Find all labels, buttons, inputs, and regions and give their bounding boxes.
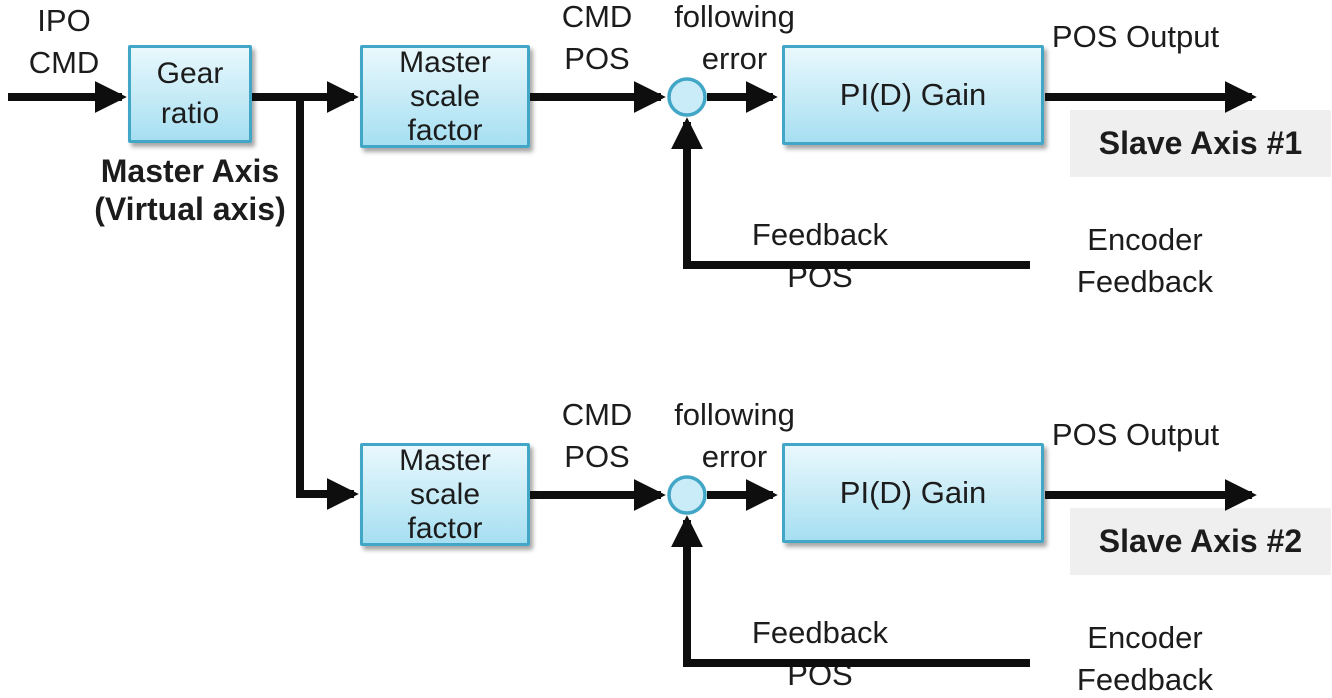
- feedback2-arrow: [671, 515, 1030, 667]
- master-scale-factor-label-2: Master scale factor: [399, 443, 491, 545]
- gear-ratio-box: Gear ratio: [128, 45, 252, 143]
- pid-gain-label-2: PI(D) Gain: [839, 475, 987, 510]
- following-error-label-2: following error: [674, 397, 795, 474]
- feedback-pos-label-2: Feedback POS: [751, 615, 889, 692]
- branch1-wires: [530, 77, 1257, 269]
- feedback-pos-label-1: Feedback POS: [751, 217, 889, 294]
- cmd-pos-label-2: CMD POS: [561, 397, 633, 474]
- slave-axis-2-label: Slave Axis #2: [1098, 523, 1303, 559]
- ipo-cmd-label: IPO CMD: [28, 3, 100, 80]
- following-error-label-1: following error: [674, 0, 795, 76]
- branch2-wires: [530, 475, 1257, 667]
- summing-junction-2: [667, 475, 707, 515]
- encoder-feedback-label-1: Encoder Feedback: [1076, 222, 1214, 299]
- cmd-pos-label-1: CMD POS: [561, 0, 633, 76]
- master-scale-factor-box-2: Master scale factor: [360, 443, 530, 546]
- gear-ratio-label: Gear ratio: [156, 57, 224, 130]
- pos-output-label-1: POS Output: [1051, 19, 1220, 54]
- pid-gain-box-2: PI(D) Gain: [782, 443, 1044, 543]
- pos-output-label-2: POS Output: [1051, 417, 1220, 452]
- master-scale-factor-label-1: Master scale factor: [399, 45, 491, 147]
- slave-axis-1-badge: Slave Axis #1: [1070, 110, 1331, 177]
- slave-axis-1-label: Slave Axis #1: [1098, 125, 1303, 161]
- encoder-feedback-label-2: Encoder Feedback: [1076, 620, 1214, 697]
- master-scale-factor-box-1: Master scale factor: [360, 45, 530, 148]
- summing-junction-1: [667, 77, 707, 117]
- master-axis-label: Master Axis (Virtual axis): [94, 153, 286, 227]
- pid-gain-label-1: PI(D) Gain: [839, 77, 987, 112]
- slave-axis-2-branch: Slave Axis #2 Master scale factor PI(D) …: [0, 397, 1332, 698]
- pid-gain-box-1: PI(D) Gain: [782, 45, 1044, 145]
- slave-axis-2-badge: Slave Axis #2: [1070, 508, 1331, 575]
- feedback1-arrow: [671, 117, 1030, 269]
